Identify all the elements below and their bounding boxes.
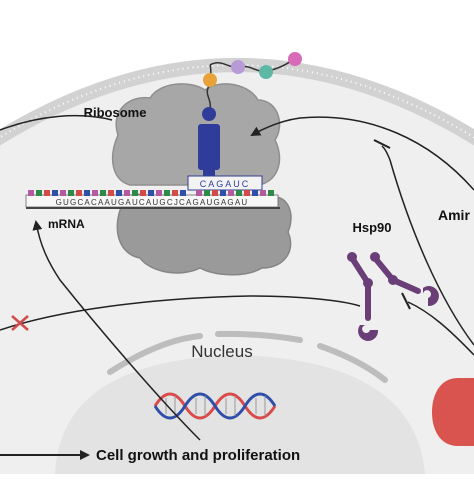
hsp90-protein [347, 252, 439, 341]
inhibition-line-hsp90 [407, 301, 474, 356]
hsp90-label: Hsp90 [352, 220, 391, 235]
mtor-complex-partial [432, 378, 474, 446]
peptide-chain [202, 52, 302, 121]
amino-acid-bead [259, 65, 273, 79]
amino-acid-bead [203, 73, 217, 87]
ribosome-large-subunit [111, 83, 281, 186]
transcription-arrow [32, 220, 201, 441]
inhibition-bar-upper [373, 139, 391, 149]
amino-acid-bead [231, 60, 245, 74]
amino-acid-bead [202, 107, 216, 121]
blocked-pathway-line [0, 295, 361, 331]
amino-acid-bead [288, 52, 302, 66]
cell-growth-label: Cell growth and proliferation [96, 447, 300, 464]
anticodon-sequence: CAGAUC [200, 179, 251, 189]
nuclear-envelope-segment [317, 343, 388, 383]
inhibition-line-upper [381, 145, 474, 346]
pathway-line-left [0, 114, 113, 131]
blocked-cross-icon [11, 315, 29, 331]
nuclear-envelope-segment [107, 333, 203, 375]
mrna-strand: GUGCACAAUGAUCAUGCJCAGAUGAGAU [25, 190, 280, 209]
mrna-sequence: GUGCACAAUGAUCAUGCJCAGAUGAGAU [56, 198, 249, 207]
amino-acids-label-partial: Amir [438, 207, 470, 223]
ribosome-label: Ribosome [84, 105, 147, 120]
nuclear-envelope-segment [215, 330, 303, 343]
trna [198, 124, 220, 178]
mrna-label: mRNA [48, 217, 85, 231]
activation-arrow-to-ribosome [250, 116, 474, 191]
nucleus-label: Nucleus [191, 342, 252, 361]
inhibition-bar-hsp90 [401, 292, 411, 310]
mrna-colored-bases [28, 190, 274, 196]
